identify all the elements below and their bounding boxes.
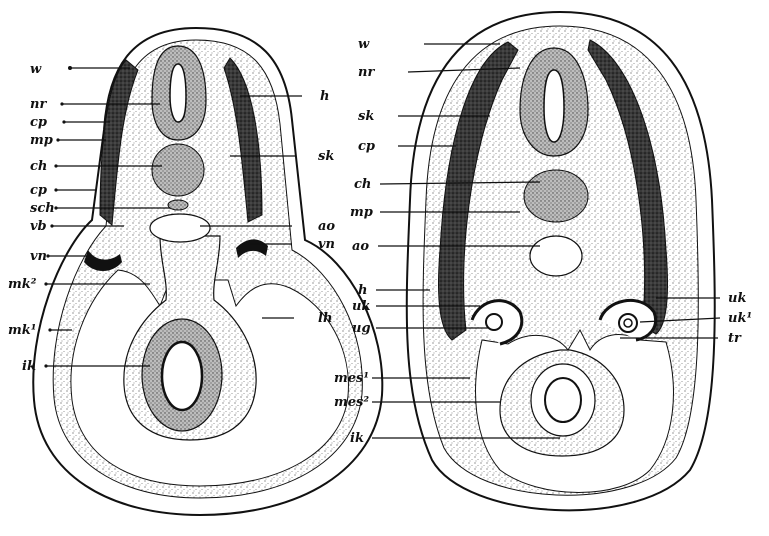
- label-left-ik: ik: [22, 359, 36, 374]
- label-left-w: w: [30, 62, 42, 77]
- label-right-uk-right: uk: [728, 291, 746, 306]
- label-left-ch: ch: [30, 159, 47, 174]
- label-right-uk1-right: uk¹: [728, 311, 752, 326]
- label-left-nr: nr: [30, 97, 47, 112]
- label-right-ch: ch: [354, 177, 371, 192]
- label-right-h: h: [358, 283, 367, 298]
- label-left-h: h: [320, 89, 329, 104]
- label-left-vn-right: vn: [318, 237, 335, 252]
- label-left-lh: lh: [318, 311, 332, 326]
- label-right-uk: uk: [352, 299, 370, 314]
- label-right-ug: ug: [352, 321, 371, 336]
- label-right-ik: ik: [350, 431, 364, 446]
- label-right-w: w: [358, 37, 370, 52]
- right-intestine-lumen: [545, 378, 581, 422]
- label-left-sk: sk: [318, 149, 334, 164]
- left-subnotochord: [168, 200, 188, 210]
- left-intestine-lumen: [162, 342, 202, 410]
- label-left-sch: sch: [30, 201, 55, 216]
- label-left-cp1: cp: [30, 115, 47, 130]
- label-left-mp: mp: [30, 133, 53, 148]
- left-notochord: [152, 144, 204, 196]
- label-right-cp: cp: [358, 139, 375, 154]
- label-right-mp: mp: [350, 205, 373, 220]
- right-embryo-section: [407, 12, 715, 510]
- label-left-vb: vb: [30, 219, 47, 234]
- label-right-tr: tr: [728, 331, 742, 346]
- label-right-mes2: mes²: [334, 395, 369, 410]
- right-ug-duct-right-inner: [624, 319, 632, 327]
- label-left-mk1: mk¹: [8, 323, 36, 338]
- left-aorta: [150, 214, 210, 242]
- label-left-ao: ao: [318, 219, 335, 234]
- label-left-mk2: mk²: [8, 277, 37, 292]
- label-right-nr: nr: [358, 65, 375, 80]
- right-aorta: [530, 236, 582, 276]
- label-right-sk: sk: [358, 109, 374, 124]
- label-right-ao: ao: [352, 239, 369, 254]
- left-embryo-section: [33, 28, 382, 515]
- right-neural-canal: [544, 70, 564, 142]
- right-ug-duct-left: [486, 314, 502, 330]
- left-neural-canal: [170, 64, 186, 122]
- right-notochord: [524, 170, 588, 222]
- label-left-vn: vn: [30, 249, 47, 264]
- label-right-mes1: mes¹: [334, 371, 369, 386]
- label-left-cp2: cp: [30, 183, 47, 198]
